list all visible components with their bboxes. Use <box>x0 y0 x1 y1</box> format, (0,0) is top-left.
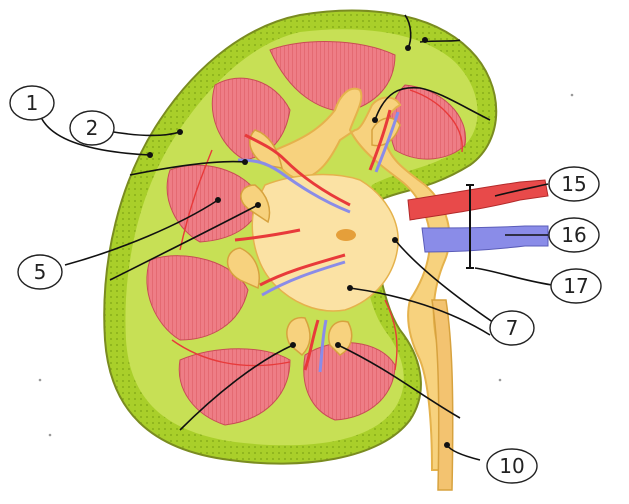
callout-16: 16 <box>549 218 599 252</box>
callout-10-label: 10 <box>499 454 524 478</box>
pelvis-spot <box>336 229 356 241</box>
callout-10: 10 <box>487 449 537 483</box>
callout-15: 15 <box>549 167 599 201</box>
callout-5-label: 5 <box>34 260 47 284</box>
callout-17-label: 17 <box>563 274 588 298</box>
callout-2-label: 2 <box>86 116 99 140</box>
callout-5: 5 <box>18 255 62 289</box>
callout-1: 1 <box>10 86 54 120</box>
callout-15-label: 15 <box>561 172 586 196</box>
callout-17: 17 <box>551 269 601 303</box>
callout-2: 2 <box>70 111 114 145</box>
renal-vein <box>422 226 548 252</box>
renal-artery <box>408 180 548 220</box>
callout-16-label: 16 <box>561 223 586 247</box>
callout-1-label: 1 <box>26 91 39 115</box>
callout-7-label: 7 <box>506 316 519 340</box>
callout-7: 7 <box>490 311 534 345</box>
